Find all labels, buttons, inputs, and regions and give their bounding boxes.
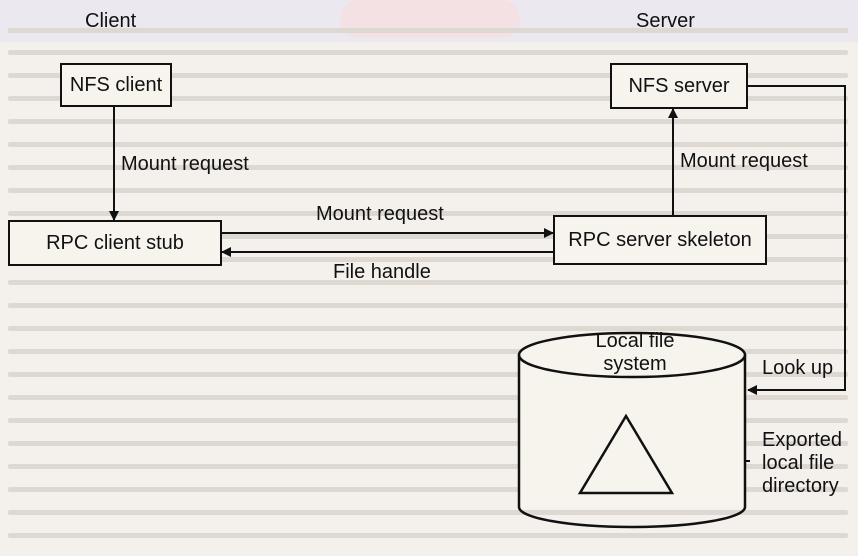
mount-request-label-middle: Mount request (316, 203, 444, 225)
local-file-system-cylinder (517, 331, 747, 529)
look-up-label: Look up (762, 357, 834, 379)
rpc-server-skeleton-label: RPC server skeleton (568, 228, 752, 251)
rpc-server-skeleton-box: RPC server skeleton (553, 215, 767, 265)
exported-directory-triangle (577, 413, 675, 495)
nfs-client-box: NFS client (60, 63, 172, 107)
local-file-system-label: Local file system (595, 330, 675, 375)
nfs-server-box: NFS server (610, 63, 748, 109)
rpc-client-stub-label: RPC client stub (46, 231, 184, 254)
client-heading: Client (85, 10, 137, 32)
nfs-client-label: NFS client (69, 73, 163, 96)
nfs-server-label: NFS server (628, 74, 730, 97)
mount-request-label-server: Mount request (680, 150, 808, 172)
rpc-client-stub-box: RPC client stub (8, 220, 222, 266)
exported-local-file-directory-label: Exported local file directory (762, 429, 843, 497)
file-handle-label: File handle (333, 261, 431, 283)
server-heading: Server (636, 10, 695, 32)
mount-request-label-client: Mount request (121, 153, 249, 175)
arrow-nfs-server-look-up (747, 85, 846, 395)
